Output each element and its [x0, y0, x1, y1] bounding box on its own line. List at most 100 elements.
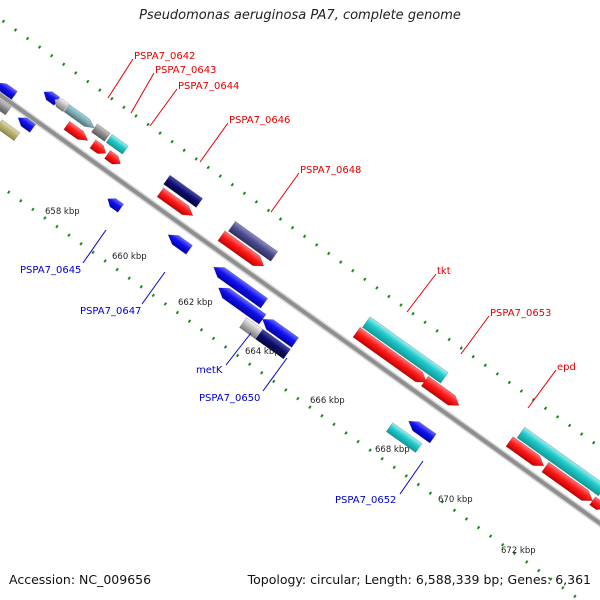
tick-mark	[519, 389, 524, 393]
scale-label-672: 672 kbp	[501, 546, 536, 556]
tick-mark	[103, 259, 107, 263]
gene-pspa7-0643[interactable]	[91, 123, 111, 142]
tick-mark	[512, 551, 517, 556]
tick-mark	[308, 405, 312, 409]
gene-label-epd[interactable]: epd	[557, 362, 576, 373]
gene-pspa7-0644-red-shape	[104, 150, 121, 165]
gene-label-pspa7-0653[interactable]: PSPA7_0653	[490, 308, 551, 319]
tick-mark	[356, 439, 360, 444]
tick-mark	[363, 277, 367, 282]
scale-label-658: 658 kbp	[45, 207, 80, 217]
gene-pspa7-0644-red[interactable]	[104, 150, 123, 167]
topology-text: Topology: circular; Length: 6,588,339 bp…	[247, 572, 591, 587]
leader-line	[270, 172, 300, 213]
gene-pspa7-0645[interactable]	[105, 195, 125, 213]
tick-mark	[223, 345, 228, 349]
tick-mark	[260, 370, 264, 375]
gene-far-left-blue-2[interactable]	[15, 114, 37, 133]
gene-pspa7-0650-shape	[262, 318, 299, 348]
gene-label-pspa7-0646[interactable]: PSPA7_0646	[229, 115, 290, 126]
gene-pspa7-0646-red[interactable]	[156, 187, 196, 220]
gene-left-silver[interactable]	[52, 95, 70, 113]
gene-pspa7-0647[interactable]	[165, 230, 193, 255]
gene-label-pspa7-0648[interactable]: PSPA7_0648	[300, 165, 361, 176]
gene-pspa7-0646[interactable]	[163, 174, 203, 208]
tick-mark	[387, 294, 391, 299]
gene-right-red-small[interactable]	[589, 496, 600, 513]
tick-mark	[488, 534, 493, 538]
gene-features	[0, 79, 600, 513]
gene-pspa7-0648-red[interactable]	[217, 230, 267, 271]
gene-label-tkt[interactable]: tkt	[437, 266, 451, 277]
backbone-shadow	[0, 90, 600, 528]
scale-label-660: 660 kbp	[112, 252, 147, 262]
tick-mark	[320, 413, 324, 418]
gene-epd-red[interactable]	[505, 436, 547, 471]
gene-pspa7-0648[interactable]	[227, 220, 279, 262]
gene-pspa7-0652-shape	[385, 422, 423, 453]
tick-mark	[549, 577, 553, 581]
gene-pspa7-0643-red[interactable]	[89, 139, 109, 157]
backbone-line	[0, 92, 600, 526]
tick-mark	[495, 372, 500, 376]
scale-labels: 658 kbp 660 kbp 662 kbp 664 kbp 666 kbp …	[45, 207, 536, 556]
gene-pspa7-0650-navy-shape	[255, 328, 291, 360]
gene-label-metk[interactable]: metK	[196, 365, 223, 376]
gene-label-pspa7-0644[interactable]: PSPA7_0644	[178, 81, 239, 92]
tick-mark	[525, 560, 529, 564]
tick-mark	[134, 114, 138, 118]
gene-epd-red-shape	[505, 436, 545, 467]
tick-mark	[375, 286, 379, 290]
gene-far-left-blue[interactable]	[0, 79, 18, 100]
gene-tkt-red-shape	[352, 326, 427, 383]
tick-mark	[507, 380, 512, 385]
tick-mark	[435, 329, 439, 333]
gene-far-left-khaki[interactable]	[0, 119, 21, 142]
scale-label-666: 666 kbp	[310, 396, 345, 406]
tick-mark	[368, 448, 372, 452]
gene-label-pspa7-0642[interactable]: PSPA7_0642	[134, 51, 195, 62]
gene-epd-red-2-shape	[541, 461, 593, 502]
gene-pspa7-0653[interactable]	[420, 375, 462, 410]
tick-mark	[404, 474, 408, 478]
tick-mark	[296, 396, 300, 401]
tick-mark	[500, 542, 505, 547]
tick-mark	[158, 131, 162, 135]
tick-mark	[151, 293, 155, 298]
gene-label-pspa7-0647[interactable]: PSPA7_0647	[80, 306, 141, 317]
gene-label-pspa7-0643[interactable]: PSPA7_0643	[155, 65, 216, 76]
gene-pspa7-0650-navy[interactable]	[255, 328, 291, 360]
gene-pspa7-0644[interactable]	[105, 133, 129, 155]
tick-mark	[19, 198, 23, 203]
gene-epd[interactable]	[516, 426, 600, 497]
tick-mark	[399, 303, 403, 307]
gene-pspa7-0642[interactable]	[63, 104, 97, 132]
gene-pspa7-0652[interactable]	[385, 422, 423, 453]
gene-pspa7-0652-blue[interactable]	[405, 417, 437, 444]
gene-label-pspa7-0645[interactable]: PSPA7_0645	[20, 265, 81, 276]
tick-mark	[573, 594, 577, 599]
gene-far-left-blue-2-shape	[17, 117, 37, 133]
tick-mark	[380, 456, 384, 461]
gene-epd-red-2[interactable]	[541, 461, 596, 505]
map-title: Pseudomonas aeruginosa PA7, complete gen…	[139, 8, 461, 23]
gene-far-left-gray[interactable]	[0, 94, 12, 116]
tick-mark	[37, 45, 42, 49]
tick-mark	[483, 363, 487, 368]
gene-metk[interactable]	[210, 262, 269, 309]
tick-mark	[194, 157, 198, 161]
tick-mark	[211, 336, 216, 341]
tick-mark	[187, 319, 192, 323]
tick-mark	[74, 71, 78, 75]
tick-mark	[62, 62, 66, 67]
gene-pspa7-0642-red[interactable]	[63, 120, 91, 144]
gene-tkt-red[interactable]	[352, 326, 430, 387]
gene-metk-2[interactable]	[215, 283, 267, 325]
gene-label-pspa7-0652[interactable]: PSPA7_0652	[335, 495, 396, 506]
gene-label-pspa7-0650[interactable]: PSPA7_0650	[199, 393, 260, 404]
leader-line	[406, 273, 437, 313]
gene-pspa7-0650[interactable]	[259, 314, 299, 348]
tick-mark	[170, 139, 174, 144]
gene-tkt[interactable]	[362, 316, 449, 384]
